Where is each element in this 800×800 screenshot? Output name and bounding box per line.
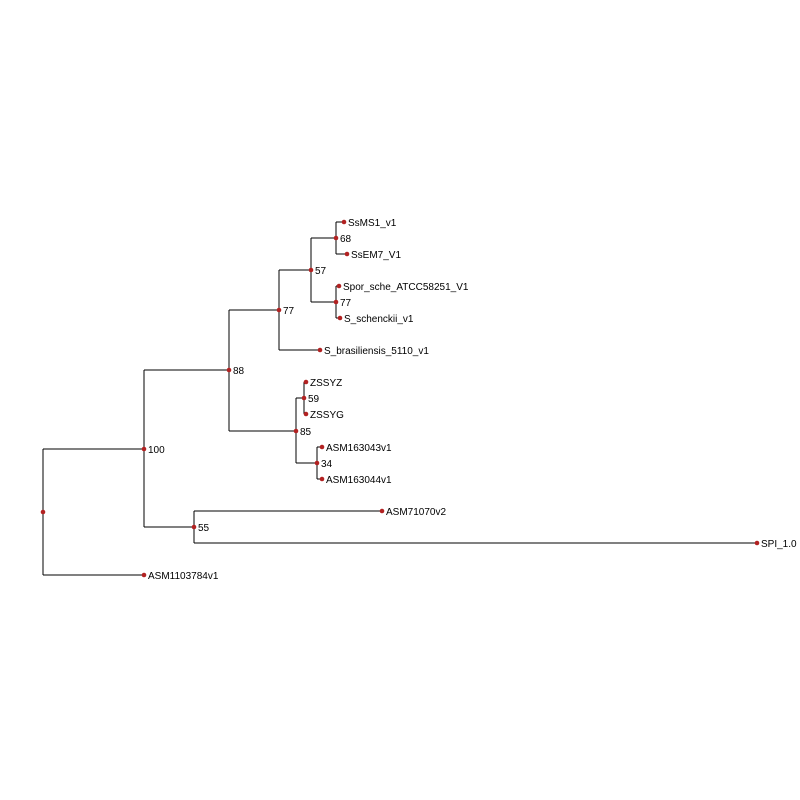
support-label-77-upper: 77 xyxy=(283,306,295,317)
tip-label-zssyz: ZSSYZ xyxy=(310,378,342,389)
support-label-55: 55 xyxy=(198,523,210,534)
support-label-85: 85 xyxy=(300,427,312,438)
leaf-node-asm1103784 xyxy=(141,572,147,578)
internal-node-57 xyxy=(308,267,314,273)
leaf-node-asm71070 xyxy=(379,508,385,514)
tip-label-ssms1: SsMS1_v1 xyxy=(348,218,397,229)
leaf-node-s-brasiliensis xyxy=(317,347,323,353)
support-label-57: 57 xyxy=(315,266,327,277)
tip-label-asm71070: ASM71070v2 xyxy=(386,507,446,518)
tip-label-zssyg: ZSSYG xyxy=(310,410,344,421)
internal-node-55 xyxy=(191,524,197,530)
tip-label-s-brasiliensis: S_brasiliensis_5110_v1 xyxy=(324,346,429,357)
leaf-node-ssem7 xyxy=(344,251,350,257)
internal-node-100 xyxy=(141,446,147,452)
leaf-node-asm163044 xyxy=(319,476,325,482)
support-label-34: 34 xyxy=(321,459,333,470)
branch-root xyxy=(42,448,144,576)
leaf-node-spi xyxy=(754,540,760,546)
leaf-node-asm163043 xyxy=(319,444,325,450)
tip-label-asm163043: ASM163043v1 xyxy=(326,443,392,454)
support-label-77-lower: 77 xyxy=(340,298,352,309)
tip-label-asm163044: ASM163044v1 xyxy=(326,475,392,486)
tip-labels: SsMS1_v1 SsEM7_V1 Spor_sche_ATCC58251_V1… xyxy=(148,218,797,582)
internal-node-85 xyxy=(293,428,299,434)
support-label-88: 88 xyxy=(233,366,245,377)
tip-label-s-schenckii: S_schenckii_v1 xyxy=(344,314,414,325)
support-labels: 68 77 57 77 59 34 85 88 55 100 xyxy=(148,234,352,534)
support-label-100: 100 xyxy=(148,445,165,456)
internal-node-59 xyxy=(301,395,307,401)
support-label-59: 59 xyxy=(308,394,320,405)
internal-node-34 xyxy=(314,460,320,466)
tree-nodes xyxy=(40,219,760,578)
leaf-node-zssyg xyxy=(303,411,309,417)
internal-node-77-lower xyxy=(333,299,339,305)
tip-label-ssem7: SsEM7_V1 xyxy=(351,250,401,261)
internal-node-88 xyxy=(226,367,232,373)
internal-node-68 xyxy=(333,235,339,241)
support-label-68: 68 xyxy=(340,234,352,245)
tip-label-spi: SPI_1.0 xyxy=(761,539,797,550)
tree-branches xyxy=(42,221,757,576)
leaf-node-spor-sche xyxy=(336,283,342,289)
root-node xyxy=(40,509,46,515)
leaf-node-s-schenckii xyxy=(337,315,343,321)
tip-label-asm1103784: ASM1103784v1 xyxy=(148,571,219,582)
leaf-node-zssyz xyxy=(303,379,309,385)
leaf-node-ssms1 xyxy=(341,219,347,225)
branch-node-55 xyxy=(193,510,757,544)
internal-node-77-upper xyxy=(276,307,282,313)
tip-label-spor-sche: Spor_sche_ATCC58251_V1 xyxy=(343,282,469,293)
